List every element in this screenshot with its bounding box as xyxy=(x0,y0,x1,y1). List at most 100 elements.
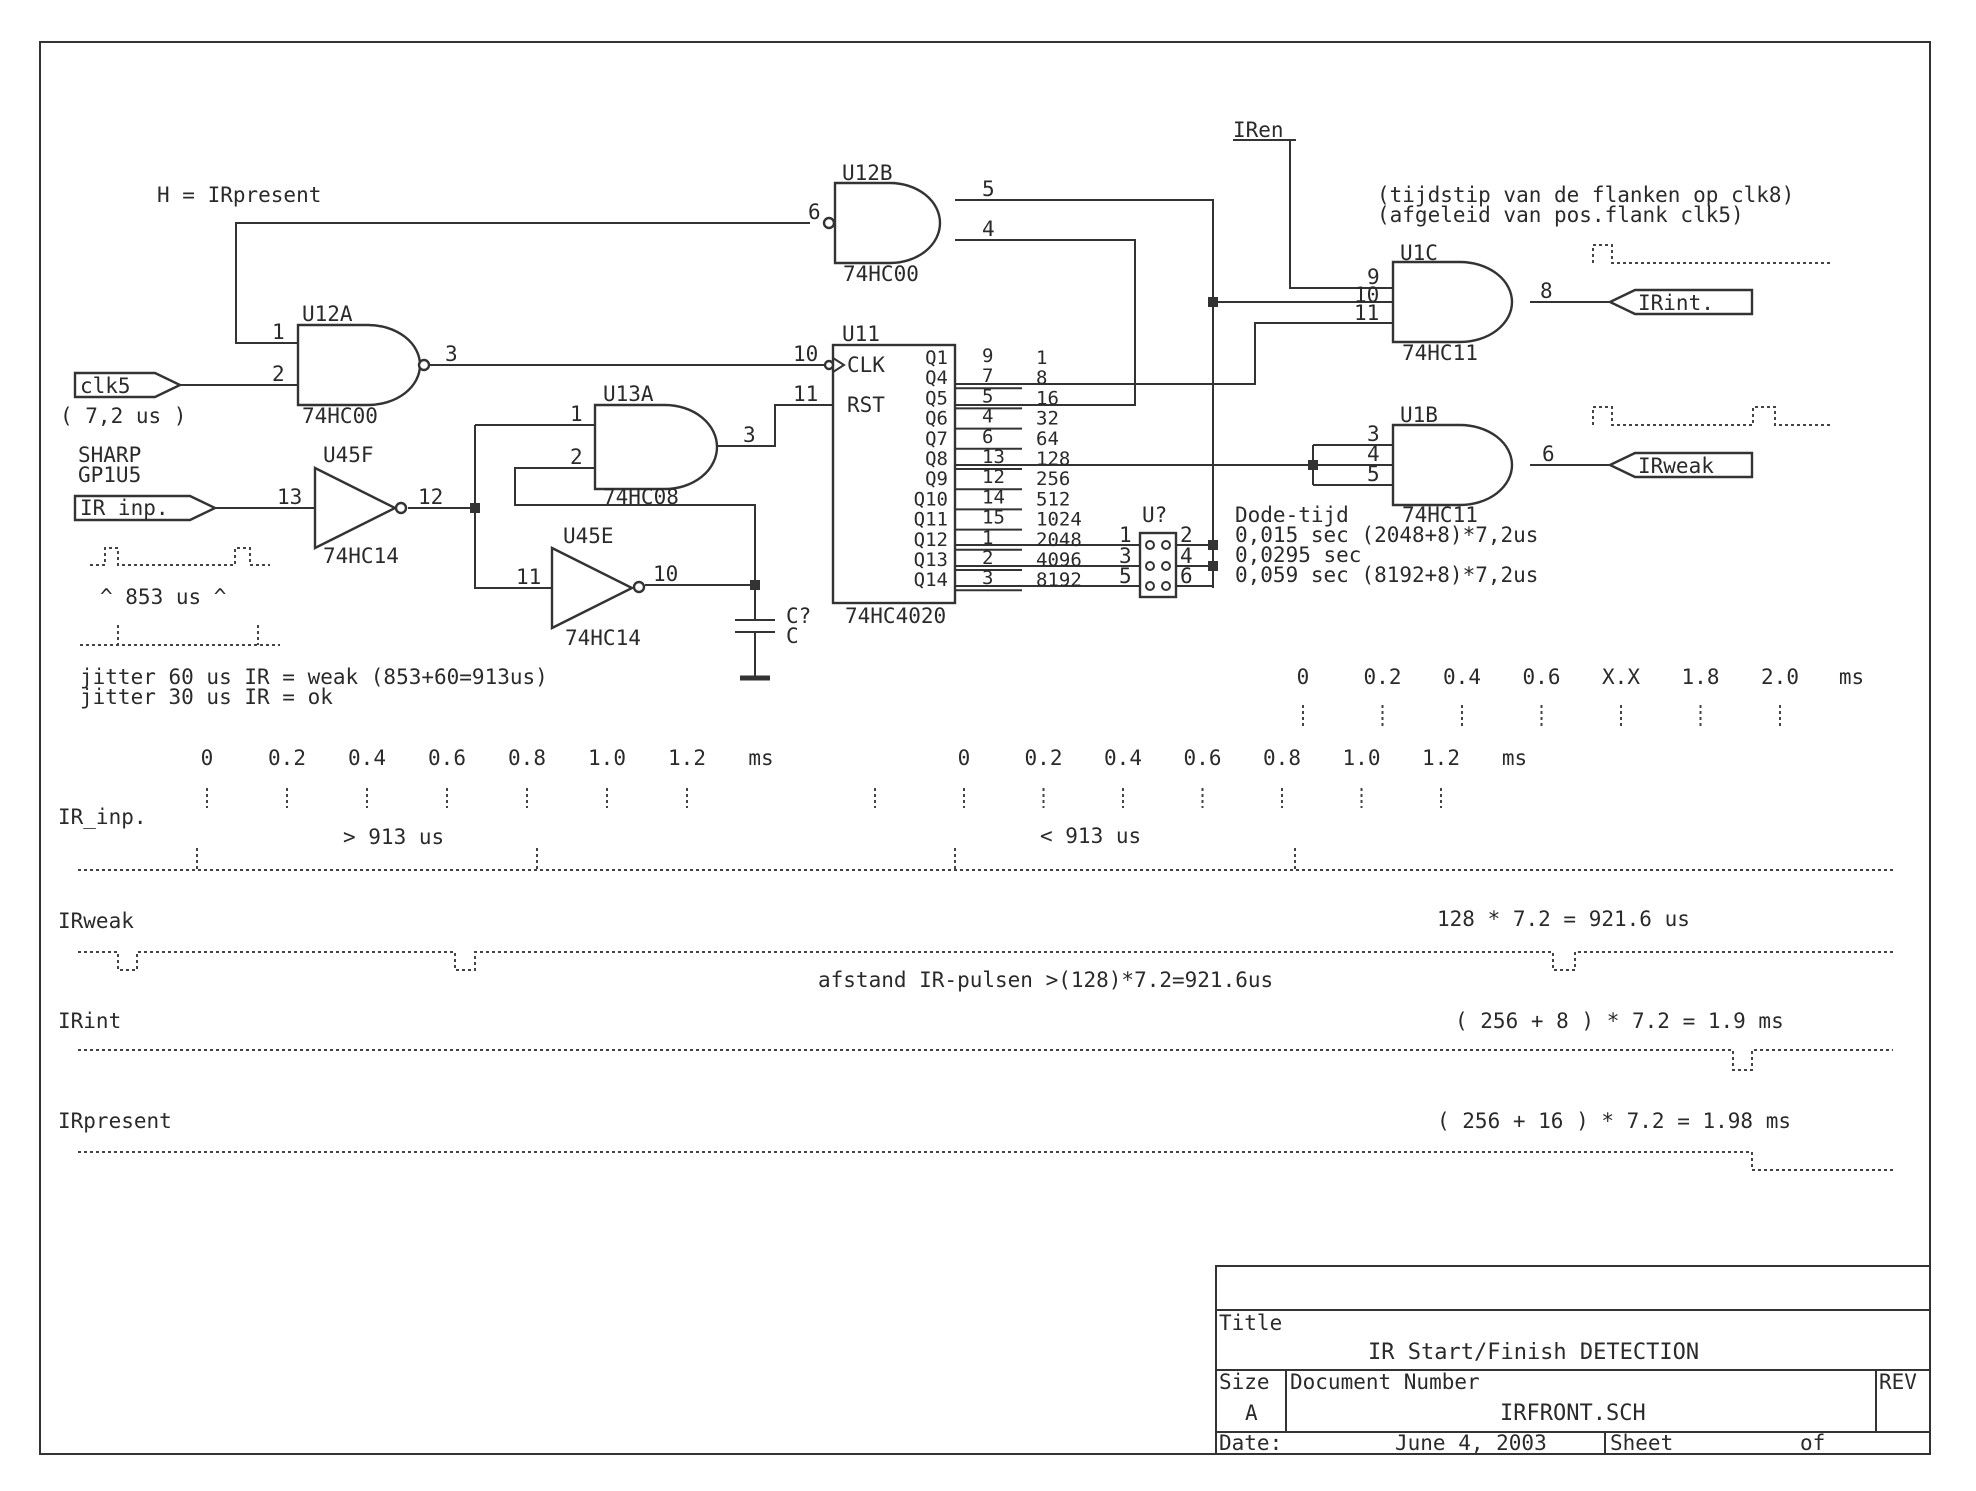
u12b-ref: U12B xyxy=(842,161,893,185)
counter-q-label: Q11 xyxy=(914,509,948,531)
counter-weight: 256 xyxy=(1036,468,1070,490)
counter-q-label: Q12 xyxy=(914,529,948,551)
u12b-gate xyxy=(833,181,942,265)
scale-tick-label: 0.2 xyxy=(1025,746,1063,770)
counter-weight: 128 xyxy=(1036,448,1070,470)
u13a-gate xyxy=(593,403,719,491)
jitter-line-1: jitter 60 us IR = weak (853+60=913us) xyxy=(80,665,548,689)
u11-counter xyxy=(831,343,957,605)
irint-label: IRint. xyxy=(1638,291,1714,315)
u1c-gate xyxy=(1391,260,1514,344)
u45f-type: 74HC14 xyxy=(323,544,399,568)
scale-tick-label: 1.0 xyxy=(1343,746,1381,770)
u12a-gate xyxy=(296,323,422,407)
svg-text:11: 11 xyxy=(1354,301,1379,325)
dead-time-label: Dode-tijd xyxy=(1235,503,1349,527)
cap-ref: C? xyxy=(786,604,811,628)
u45f-gate xyxy=(313,466,398,550)
u12b-type: 74HC00 xyxy=(843,262,919,286)
svg-text:1: 1 xyxy=(1119,523,1132,547)
u1b-ref: U1B xyxy=(1400,403,1438,427)
u12b-bubble xyxy=(822,216,836,230)
u11-type: 74HC4020 xyxy=(845,604,946,628)
timing-irweak-calc: 128 * 7.2 = 921.6 us xyxy=(1437,907,1690,931)
u11-rst-label: RST xyxy=(847,393,885,417)
counter-pin: 7 xyxy=(982,365,993,387)
schematic-labels: H = IRpresent (tijdstip van de flanken o… xyxy=(60,118,1794,709)
counter-q-label: Q1 xyxy=(925,347,948,369)
counter-pin: 15 xyxy=(982,507,1005,529)
counter-q-label: Q7 xyxy=(925,428,948,450)
timing-irpresent-label: IRpresent xyxy=(58,1109,172,1133)
scale-tick-label: 2.0 xyxy=(1761,665,1799,689)
scale-tick-label: 0.4 xyxy=(348,746,386,770)
irweak-label: IRweak xyxy=(1638,454,1714,478)
counter-pin: 2 xyxy=(982,547,993,569)
counter-pin: 14 xyxy=(982,486,1005,508)
timing-gt913: > 913 us xyxy=(343,825,444,849)
iren-label: IRen xyxy=(1233,118,1284,142)
svg-text:2: 2 xyxy=(1180,523,1193,547)
clk5-port xyxy=(73,371,183,399)
dead-time-3: 0,059 sec (8192+8)*7,2us xyxy=(1235,563,1538,587)
timing-irweak-label: IRweak xyxy=(58,909,134,933)
scale-tick-label: 0.6 xyxy=(428,746,466,770)
jitter-line-2: jitter 30 us IR = ok xyxy=(80,685,333,709)
counter-pin: 5 xyxy=(982,385,993,407)
svg-text:2: 2 xyxy=(570,445,583,469)
dead-time-1: 0,015 sec (2048+8)*7,2us xyxy=(1235,523,1538,547)
scale-tick-label: 0 xyxy=(958,746,971,770)
counter-weight: 1024 xyxy=(1036,509,1082,531)
cap-value: C xyxy=(786,624,799,648)
wires xyxy=(180,139,1610,681)
counter-pin: 1 xyxy=(982,527,993,549)
u45e-type: 74HC14 xyxy=(565,626,641,650)
counter-pin: 13 xyxy=(982,446,1005,468)
timing-afstand: afstand IR-pulsen >(128)*7.2=921.6us xyxy=(818,968,1273,992)
scale-tick-label: 0.4 xyxy=(1443,665,1481,689)
svg-text:12: 12 xyxy=(418,485,443,509)
scale-tick-label: ms xyxy=(748,746,773,770)
counter-pin: 12 xyxy=(982,466,1005,488)
title-block: Title IR Start/Finish DETECTION Size A D… xyxy=(1215,1265,1931,1455)
svg-text:5: 5 xyxy=(1367,462,1380,486)
counter-weight: 8192 xyxy=(1036,569,1082,591)
timing-lt913: < 913 us xyxy=(1040,824,1141,848)
u45e-bubble xyxy=(632,580,646,594)
u1c-type: 74HC11 xyxy=(1402,341,1478,365)
svg-text:3: 3 xyxy=(1119,544,1132,568)
u45f-ref: U45F xyxy=(323,443,374,467)
scale-tick-label: 1.8 xyxy=(1682,665,1720,689)
size-label: Size xyxy=(1219,1370,1270,1394)
date-label: Date: xyxy=(1219,1431,1282,1455)
scale-tick-label: ms xyxy=(1839,665,1864,689)
u13a-ref: U13A xyxy=(603,382,654,406)
svg-text:3: 3 xyxy=(445,342,458,366)
counter-weight: 16 xyxy=(1036,387,1059,409)
scale-tick-label: 0.8 xyxy=(1263,746,1301,770)
svg-text:1: 1 xyxy=(570,402,583,426)
scale-tick-label: 0 xyxy=(201,746,214,770)
svg-text:5: 5 xyxy=(982,177,995,201)
timing-ir-inp-label: IR_inp. xyxy=(58,805,147,829)
counter-q-label: Q9 xyxy=(925,468,948,490)
flank-note-1: (tijdstip van de flanken op clk8) xyxy=(1377,183,1794,207)
pulse-853-label: ^ 853 us ^ xyxy=(100,585,226,609)
counter-weight: 8 xyxy=(1036,367,1047,389)
scale-tick-label: 1.2 xyxy=(1422,746,1460,770)
scale-tick-label: 0 xyxy=(1297,665,1310,689)
scale-tick-label: 1.0 xyxy=(588,746,626,770)
sheet-label: Sheet xyxy=(1610,1431,1673,1455)
counter-row: Q11 15 1024 xyxy=(914,507,1082,531)
counter-pin: 4 xyxy=(982,406,993,428)
counter-q-label: Q5 xyxy=(925,387,948,409)
scale-tick-label: 0.4 xyxy=(1104,746,1142,770)
